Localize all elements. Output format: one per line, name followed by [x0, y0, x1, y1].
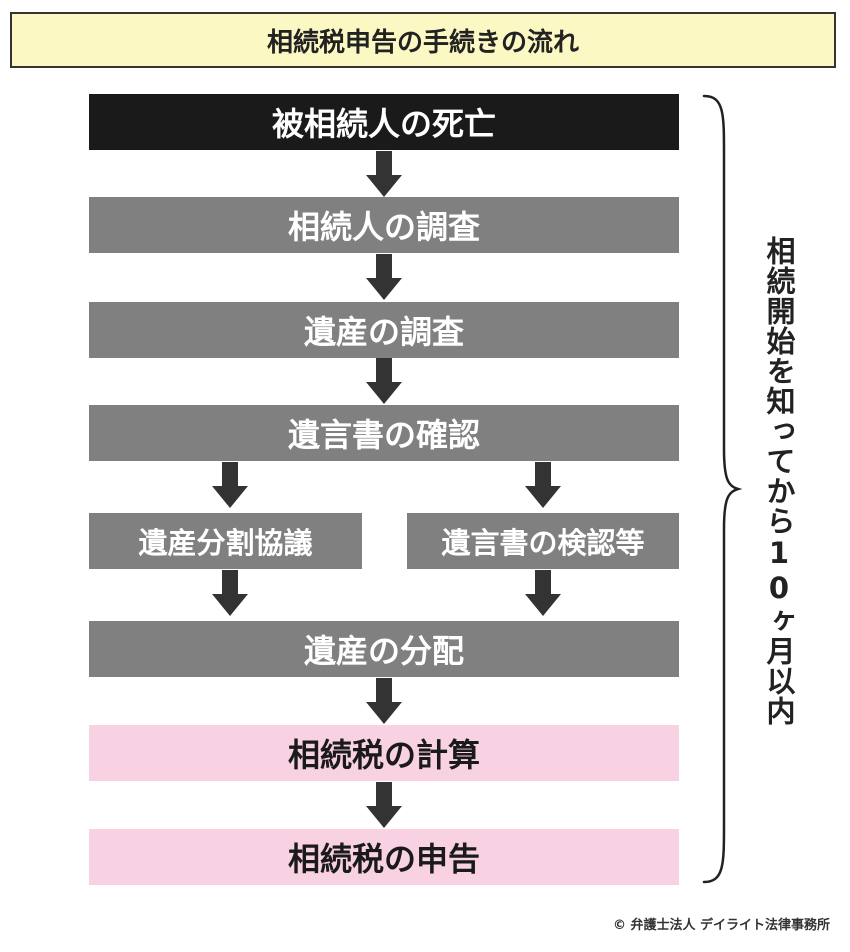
diagram-title: 相続税申告の手続きの流れ	[10, 12, 836, 68]
arrow-down-icon	[366, 358, 402, 404]
step-estate-survey: 遺産の調査	[89, 302, 679, 358]
arrow-down-icon	[366, 254, 402, 300]
arrow-down-icon	[525, 462, 561, 508]
arrow-down-icon	[525, 570, 561, 616]
step-heir-survey: 相続人の調査	[89, 197, 679, 253]
step-tax-filing: 相続税の申告	[89, 829, 679, 885]
step-distribution: 遺産の分配	[89, 621, 679, 677]
arrow-down-icon	[366, 782, 402, 828]
step-death: 被相続人の死亡	[89, 94, 679, 150]
right-brace-icon	[702, 94, 743, 884]
step-tax-calc: 相続税の計算	[89, 725, 679, 781]
arrow-down-icon	[366, 151, 402, 197]
arrow-down-icon	[366, 678, 402, 724]
step-division-talks: 遺産分割協議	[89, 513, 362, 569]
arrow-down-icon	[212, 570, 248, 616]
arrow-down-icon	[212, 462, 248, 508]
step-will-check: 遺言書の確認	[89, 405, 679, 461]
copyright-notice: © 弁護士法人 デイライト法律事務所	[612, 918, 830, 933]
deadline-note: 相続開始を知ってから10ヶ月以内	[762, 236, 796, 726]
step-will-probate: 遺言書の検認等	[407, 513, 679, 569]
